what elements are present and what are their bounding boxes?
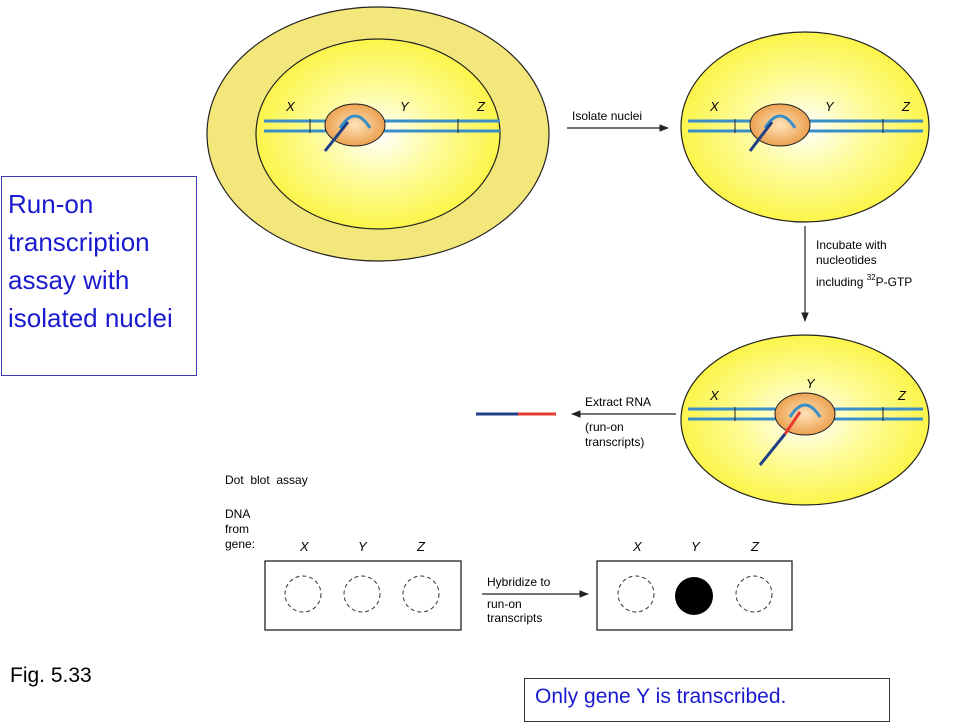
blot-gene-label-z: Z [750, 539, 760, 554]
nascent-transcript [748, 121, 774, 152]
gene-label-y: Y [806, 376, 816, 391]
rna-polymerase [774, 392, 836, 436]
gene-label-y: Y [400, 99, 410, 114]
transcription-bubble [763, 114, 797, 129]
gene-label-x: X [709, 388, 720, 403]
nascent-transcript [323, 121, 350, 152]
figure-label: Fig. 5.33 [10, 664, 92, 687]
dot-z-negative [735, 575, 773, 613]
dot-y-positive [675, 577, 713, 615]
dot-blot-title: Dot blot assay [225, 473, 308, 487]
whole-cell: X Y Z [206, 6, 550, 262]
title-box: Run-on transcription assay with isolated… [1, 176, 197, 376]
incubate-label-line1: Incubate with [816, 238, 887, 252]
dot-x-unhybridized [284, 575, 322, 613]
incubate-label-line2: nucleotides [816, 253, 877, 267]
membrane-before [264, 560, 462, 631]
gene-label-z: Z [897, 388, 907, 403]
blot-gene-label-x: X [632, 539, 643, 554]
hybridize-label-line2: run-on [487, 597, 522, 611]
blot-gene-label-y: Y [691, 539, 701, 554]
conclusion-note: Only gene Y is transcribed. [524, 678, 890, 722]
isolate-label: Isolate nuclei [572, 109, 642, 123]
rna-polymerase [749, 103, 811, 147]
unlabeled-transcript-segment [758, 433, 787, 466]
gene-label-z: Z [476, 99, 486, 114]
isolated-nucleus-1: X Y Z [680, 31, 930, 223]
hybridize-label-line1: Hybridize to [487, 575, 551, 589]
hybridize-label-line3: transcripts [487, 611, 542, 625]
dot-x-negative [617, 575, 655, 613]
rna-polymerase [324, 103, 386, 147]
blot-gene-label-x: X [299, 539, 310, 554]
conclusion-text: Only gene Y is transcribed. [535, 685, 787, 708]
extract-label-line2: (run-on [585, 420, 624, 434]
title-text: Run-on transcription assay with isolated… [8, 189, 173, 333]
incubate-label-line3: including 32P-GTP [816, 273, 912, 289]
dna-label-line3: gene: [225, 537, 255, 551]
transcription-bubble [788, 403, 822, 418]
blot-gene-label-z: Z [416, 539, 426, 554]
dot-z-unhybridized [402, 575, 440, 613]
gene-label-x: X [285, 99, 296, 114]
dot-y-unhybridized [343, 575, 381, 613]
isolated-nucleus-2: X Y Z [680, 334, 930, 506]
transcription-bubble [338, 114, 372, 129]
dna-label-line2: from [225, 522, 249, 536]
gene-label-z: Z [901, 99, 911, 114]
extract-label-line1: Extract RNA [585, 395, 651, 409]
gene-label-x: X [709, 99, 720, 114]
extract-label-line3: transcripts) [585, 435, 644, 449]
labeled-transcript-segment [783, 411, 802, 435]
dna-label-line1: DNA [225, 507, 250, 521]
gene-label-y: Y [825, 99, 835, 114]
blot-gene-label-y: Y [358, 539, 368, 554]
